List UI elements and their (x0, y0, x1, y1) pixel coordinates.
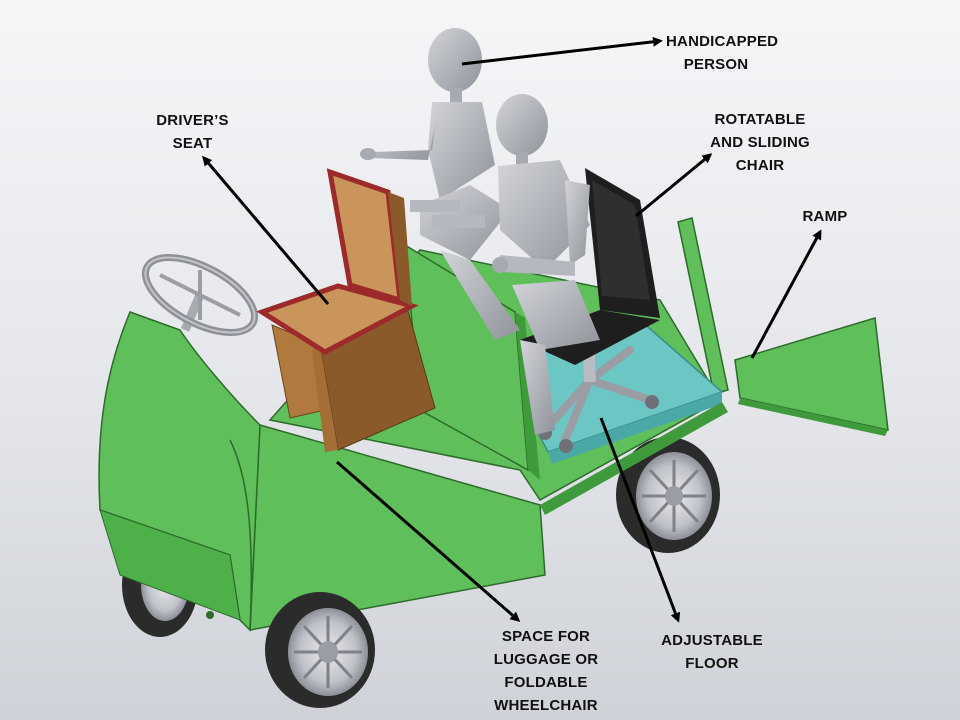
annotation-arrows (202, 36, 822, 623)
label-line: ADJUSTABLE (661, 632, 763, 649)
arrow-space-for-luggage (336, 460, 521, 622)
label-line: WHEELCHAIR (494, 697, 598, 714)
label-line: RAMP (802, 208, 848, 225)
wheel-front-right (265, 592, 375, 708)
steering-wheel (141, 254, 259, 336)
arrow-ramp (750, 229, 822, 359)
arrow-adjustable-floor (599, 417, 681, 623)
label-handicapped-person: HANDICAPPED PERSON (666, 30, 779, 76)
handicapped-person-mannequin (360, 28, 520, 340)
label-line: AND SLIDING (710, 134, 810, 151)
arrow-handicapped-person (461, 36, 663, 66)
arrow-rotatable-chair (635, 153, 713, 218)
arrow-drivers-seat (202, 155, 330, 305)
label-line: LUGGAGE OR (493, 651, 599, 668)
label-line: HANDICAPPED (666, 33, 779, 50)
ramp (677, 217, 889, 436)
label-line: FLOOR (685, 655, 739, 672)
label-line: DRIVER’S (156, 112, 229, 129)
label-adjustable-floor: ADJUSTABLE FLOOR (650, 629, 774, 675)
label-rotatable-chair: ROTATABLE AND SLIDING CHAIR (700, 108, 820, 177)
drivers-seat (256, 168, 436, 452)
label-line: CHAIR (735, 157, 785, 174)
label-space-for-luggage: SPACE FOR LUGGAGE OR FOLDABLE WHEELCHAIR (478, 625, 614, 717)
label-line: SPACE FOR (501, 628, 591, 645)
label-line: SEAT (172, 135, 213, 152)
seated-person-mannequin (492, 94, 600, 435)
label-line: PERSON (683, 56, 749, 73)
label-ramp: RAMP (790, 205, 860, 228)
label-line: ROTATABLE (714, 111, 806, 128)
label-line: FOLDABLE (504, 674, 588, 691)
label-drivers-seat: DRIVER’S SEAT (145, 109, 240, 155)
